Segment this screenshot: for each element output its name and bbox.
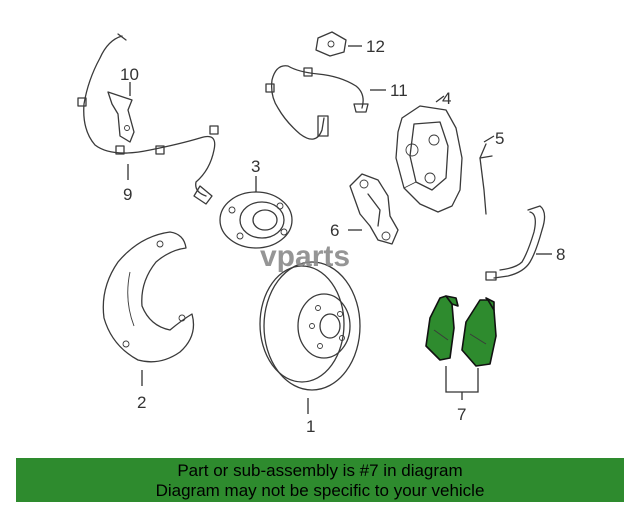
callout-7: 7: [457, 405, 466, 424]
part-9-sensor-wire[interactable]: [77, 33, 219, 205]
part-11-wear-sensor[interactable]: [265, 65, 369, 140]
callout-3: 3: [251, 157, 260, 176]
part-7-brake-pads[interactable]: [425, 295, 497, 367]
part-10-bracket[interactable]: [107, 91, 135, 143]
callout-1: 1: [306, 417, 315, 436]
callout-9: 9: [123, 185, 132, 204]
callout-11: 11: [390, 81, 408, 100]
part-12-clip[interactable]: [315, 31, 347, 57]
info-banner: Part or sub-assembly is #7 in diagram Di…: [16, 458, 624, 502]
leader-4: [435, 95, 445, 103]
callout-5: 5: [495, 129, 504, 148]
leader-5: [483, 135, 495, 143]
callout-12: 12: [366, 37, 385, 56]
part-3-hub[interactable]: [219, 191, 293, 249]
callout-4: 4: [442, 89, 451, 108]
watermark-logo: vparts: [260, 240, 350, 273]
banner-line-1: Part or sub-assembly is #7 in diagram: [177, 461, 463, 480]
callout-2: 2: [137, 393, 146, 412]
part-5-spring-clip[interactable]: [479, 143, 493, 215]
callout-10: 10: [120, 65, 139, 84]
part-2-dust-shield[interactable]: [102, 231, 195, 363]
part-6-carrier[interactable]: [349, 173, 399, 245]
leader-lines: [127, 45, 552, 414]
leader-7-bracket: [445, 366, 479, 393]
part-4-caliper[interactable]: [395, 105, 463, 213]
diagram-canvas: vparts 1 2 3 4 5 6 7 8 9 10 11 12: [77, 31, 565, 436]
parts-diagram: vparts 1 2 3 4 5 6 7 8 9 10 11 12: [77, 31, 565, 436]
banner-line-2: Diagram may not be specific to your vehi…: [155, 481, 485, 500]
part-1-rotor[interactable]: [259, 261, 361, 391]
callout-8: 8: [556, 245, 565, 264]
part-8-brake-line[interactable]: [485, 205, 546, 281]
callout-6: 6: [330, 221, 339, 240]
